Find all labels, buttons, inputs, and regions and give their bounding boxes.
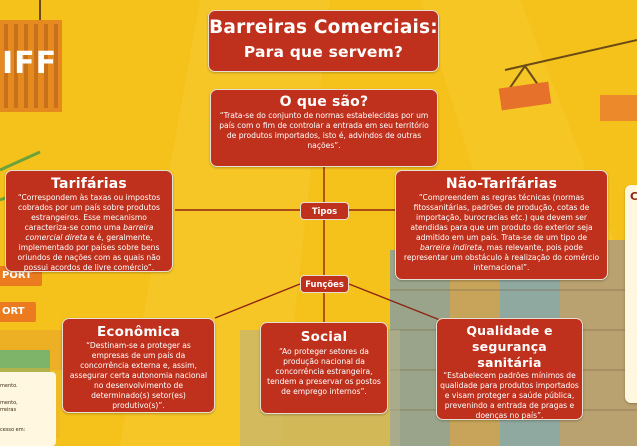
right-partial-heading: C xyxy=(630,190,637,203)
source-note-line-2: mento, xyxy=(0,400,18,406)
non-tariff-heading: Não-Tarifárias xyxy=(445,176,558,192)
social-card: Social “Ao proteger setores da produção … xyxy=(260,322,388,414)
what-are-heading: O que são? xyxy=(279,94,369,110)
economic-text: “Destinam-se a proteger as empresas de u… xyxy=(69,341,208,410)
tariff-sign-text: IFF xyxy=(2,46,58,81)
what-are-card: O que são? “Trata-se do conjunto de norm… xyxy=(210,89,438,167)
tariff-container-icon xyxy=(0,0,62,112)
non-tariff-text-emphasis: barreira indireta xyxy=(420,243,482,252)
functions-label: Funções xyxy=(300,275,349,293)
non-tariff-card: Não-Tarifárias “Compreendem as regras té… xyxy=(395,170,608,280)
tariff-text-emphasis: barreira comercial direta xyxy=(25,223,154,242)
economic-heading: Econômica xyxy=(97,324,180,340)
title-card: Barreiras Comerciais: Para que servem? xyxy=(208,10,439,72)
social-heading: Social xyxy=(300,329,348,345)
tariff-text: “Correspondem às taxas ou impostos cobra… xyxy=(17,193,161,272)
right-partial-card: C xyxy=(625,185,637,403)
social-text: “Ao proteger setores da produção naciona… xyxy=(267,347,381,396)
what-are-text: “Trata-se do conjunto de normas estabele… xyxy=(219,111,429,150)
quality-card: Qualidade e segurança sanitária “Estabel… xyxy=(436,318,583,420)
source-note-line-3: rreiras xyxy=(0,407,17,413)
economic-card: Econômica “Destinam-se a proteger as emp… xyxy=(62,318,215,413)
tariff-card: Tarifárias “Correspondem às taxas ou imp… xyxy=(5,170,173,272)
import-sign-icon xyxy=(0,302,36,322)
title-line-2: Para que servem? xyxy=(243,43,404,61)
source-note-line-4: cesso em: xyxy=(0,427,26,433)
import-sign-text: ORT xyxy=(2,306,25,317)
tariff-heading: Tarifárias xyxy=(51,176,127,192)
types-label: Tipos xyxy=(300,202,349,220)
quality-heading-line-1: Qualidade e xyxy=(466,323,553,338)
non-tariff-text: “Compreendem as regras técnicas (normas … xyxy=(403,193,600,272)
source-note-card xyxy=(0,372,56,446)
quality-heading-line-2: segurança sanitária xyxy=(472,339,547,370)
quality-text: “Estabelecem padrões mínimos de qualidad… xyxy=(440,371,579,420)
export-sign-text: PORT xyxy=(2,270,32,281)
title-line-1: Barreiras Comerciais: xyxy=(209,17,438,38)
source-note-line-1: mento. xyxy=(0,383,18,389)
